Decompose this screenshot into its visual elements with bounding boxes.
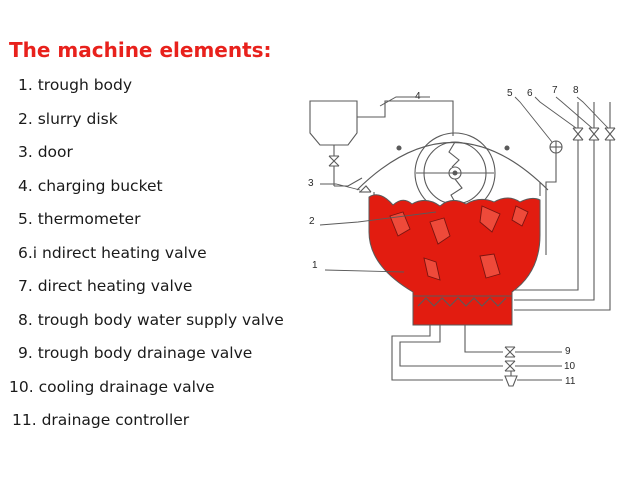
fabric-pieces — [389, 205, 529, 281]
callout-7: 7 — [552, 85, 558, 96]
legend-item-indirect-heating-valve: 6.i ndirect heating valve — [18, 244, 207, 262]
direct-heating-valve-icon — [588, 127, 600, 141]
legend-item-cooling-drainage-valve: 10. cooling drainage valve — [9, 378, 215, 396]
callout-10: 10 — [564, 361, 576, 372]
water-supply-valve-icon — [604, 127, 616, 141]
top-valves — [572, 127, 616, 141]
drainage-controller-icon — [504, 375, 518, 387]
trough-body — [368, 194, 541, 326]
callout-leaders — [319, 96, 609, 381]
legend-item-thermometer: 5. thermometer — [18, 210, 141, 228]
legend-item-slurry-disk: 2. slurry disk — [18, 110, 118, 128]
legend-item-door: 3. door — [18, 143, 73, 161]
legend-item-direct-heating-valve: 7. direct heating valve — [18, 277, 193, 295]
callout-2: 2 — [309, 216, 315, 227]
heating-coil — [417, 297, 507, 307]
thermometer — [549, 140, 563, 154]
slide-title: The machine elements: — [9, 38, 272, 62]
callout-8: 8 — [573, 85, 579, 96]
legend-item-water-supply-valve: 8. trough body water supply valve — [18, 311, 284, 329]
callout-1: 1 — [312, 260, 318, 271]
callout-3: 3 — [308, 178, 314, 189]
legend-item-drainage-valve: 9. trough body drainage valve — [18, 344, 253, 362]
callout-9: 9 — [565, 346, 571, 357]
charging-bucket — [309, 100, 454, 187]
bottom-valves — [504, 346, 518, 387]
legend-item-trough-body: 1. trough body — [18, 76, 133, 94]
cooling-drainage-valve-icon — [504, 360, 516, 372]
legend-item-charging-bucket: 4. charging bucket — [18, 177, 163, 195]
indirect-heating-valve-icon — [572, 127, 584, 141]
hinge-dot — [504, 145, 510, 151]
door — [359, 185, 372, 193]
hinge-dot — [396, 145, 402, 151]
callout-11: 11 — [565, 376, 576, 387]
callout-5: 5 — [507, 88, 513, 99]
callout-4: 4 — [415, 91, 421, 102]
drainage-valve-icon — [504, 346, 516, 358]
callout-6: 6 — [527, 88, 533, 99]
legend-item-drainage-controller: 11. drainage controller — [12, 411, 190, 429]
